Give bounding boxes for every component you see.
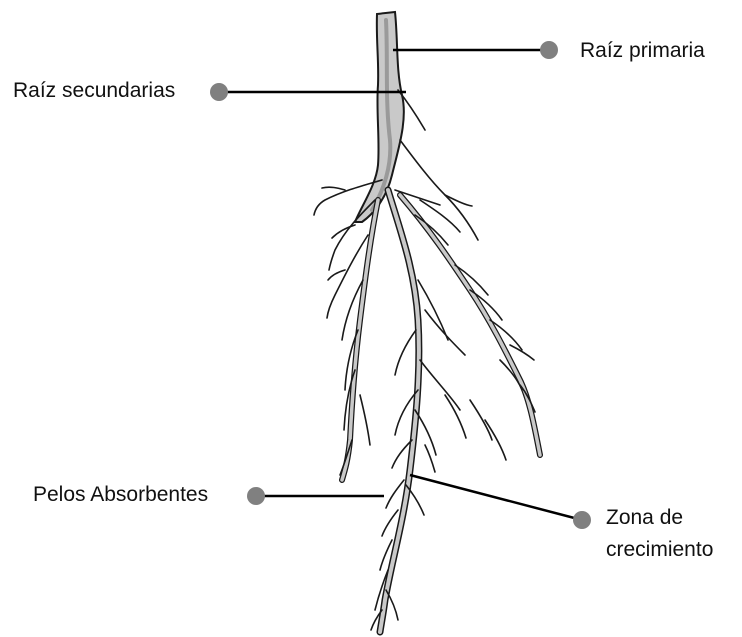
marker-dot-absorbent-hairs (247, 487, 265, 505)
label-absorbent-hairs: Pelos Absorbentes (33, 481, 208, 509)
leader-growth-zone (410, 475, 582, 520)
lower-root-axis (380, 190, 419, 632)
secondary-rootlets (314, 90, 535, 630)
left-lateral-root (342, 200, 378, 480)
label-secondary-roots: Raíz secundarias (13, 77, 175, 105)
label-growth-zone-line2: crecimiento (606, 534, 713, 566)
marker-dot-growth-zone (573, 511, 591, 529)
marker-dot-primary-root (540, 41, 558, 59)
label-primary-root: Raíz primaria (580, 37, 705, 65)
label-growth-zone: Zona de crecimiento (606, 502, 713, 566)
label-growth-zone-line1: Zona de (606, 502, 713, 534)
marker-dot-secondary-roots (210, 83, 228, 101)
